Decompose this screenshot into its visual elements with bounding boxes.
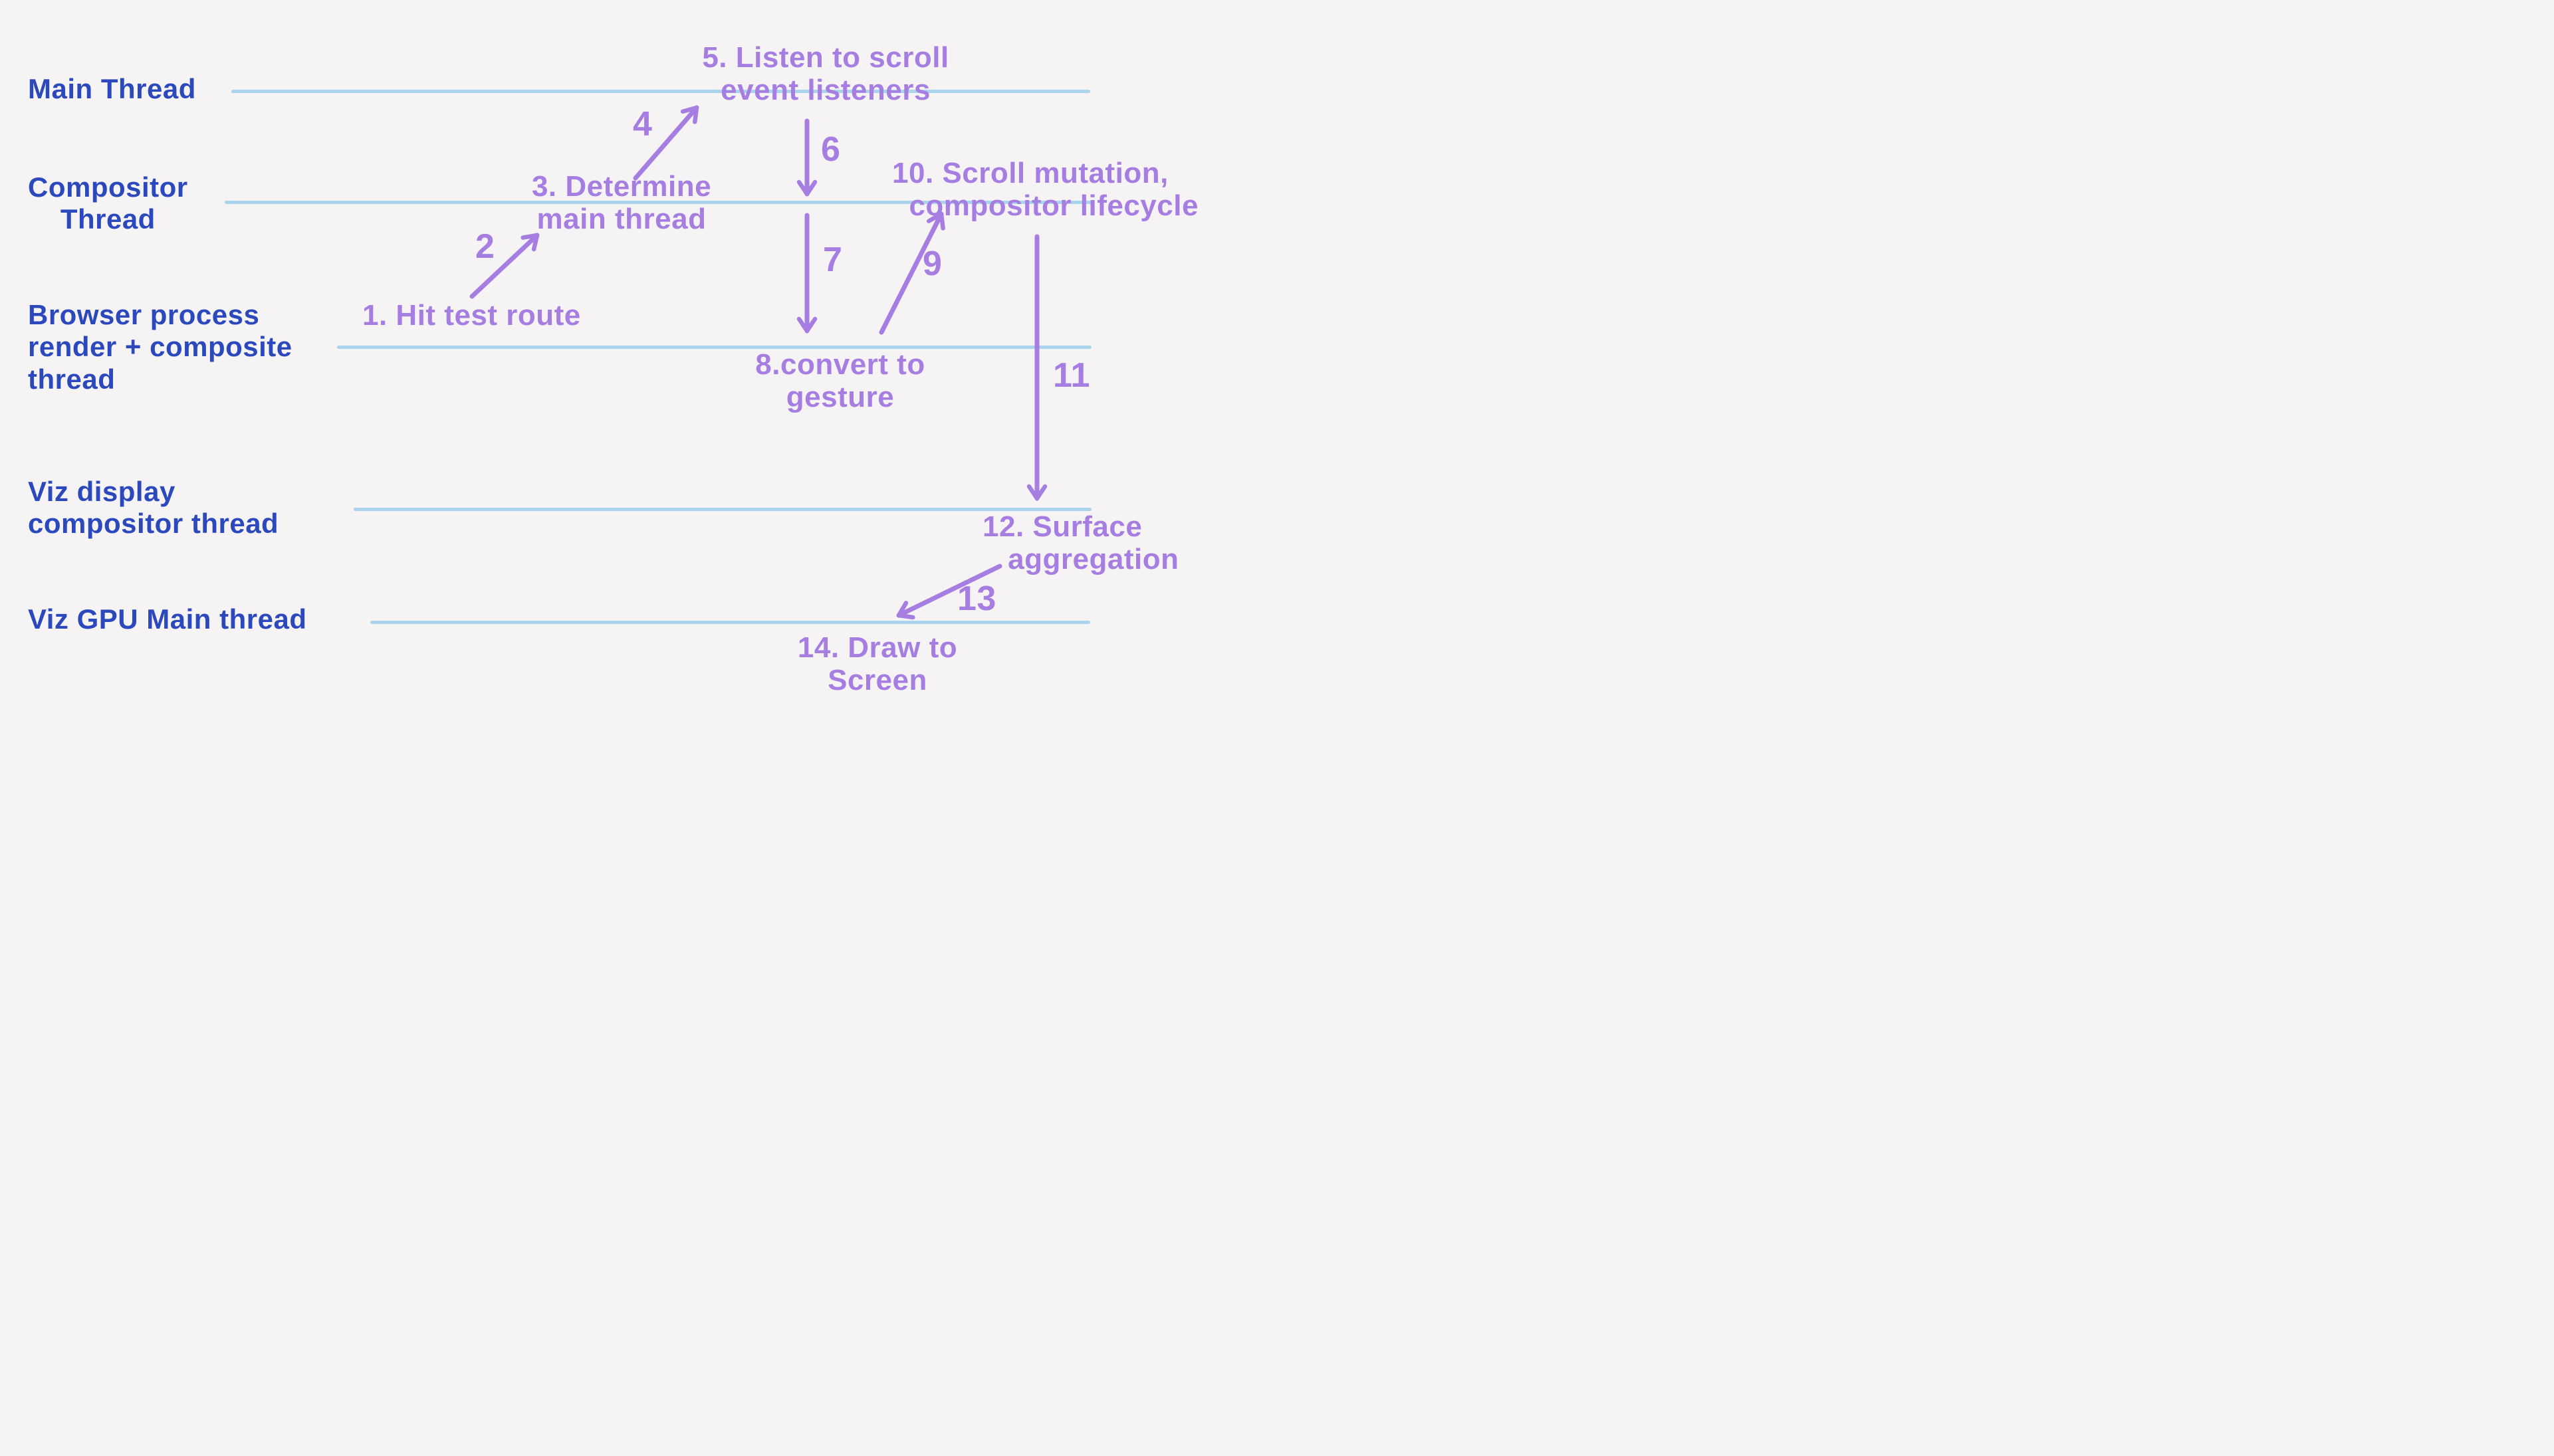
annotations-layer: 5. Listen to scroll event listeners 3. De… [0, 0, 1277, 728]
annotation-num-6: 6 [821, 130, 841, 169]
annotation-step-8: 8.convert to gesture [755, 348, 925, 414]
thread-timeline-viz-gpu-main-thread [370, 620, 1090, 624]
thread-timeline-viz-display-compositor-thread [354, 507, 1092, 511]
annotation-step-1: 1. Hit test route [362, 299, 581, 332]
annotation-step-14: 14. Draw to Screen [797, 631, 958, 697]
thread-timeline-browser-process-render-composite-thread [337, 345, 1092, 349]
annotation-step-10: 10. Scroll mutation, compositor lifecycl… [892, 157, 1199, 223]
thread-label-main-thread: Main Thread [28, 73, 196, 104]
annotation-step-3: 3. Determine main thread [531, 170, 712, 236]
thread-label-viz-display-compositor-thread: Viz display compositor thread [28, 476, 279, 540]
thread-timeline-compositor-thread [225, 200, 1092, 204]
annotation-num-4: 4 [633, 105, 653, 144]
thread-label-viz-gpu-main-thread: Viz GPU Main thread [28, 603, 307, 635]
annotation-step-12: 12. Surface aggregation [983, 510, 1179, 576]
annotation-num-11: 11 [1053, 356, 1090, 395]
annotation-num-9: 9 [923, 245, 943, 283]
thread-timeline-main-thread [231, 89, 1090, 93]
thread-label-browser-process-render-composite-thread: Browser process render + composite threa… [28, 299, 292, 395]
annotation-num-13: 13 [957, 579, 996, 618]
annotation-step-5: 5. Listen to scroll event listeners [702, 41, 949, 107]
annotation-num-7: 7 [823, 241, 843, 279]
annotation-num-2: 2 [475, 227, 495, 266]
thread-label-compositor-thread: Compositor Thread [28, 171, 188, 235]
